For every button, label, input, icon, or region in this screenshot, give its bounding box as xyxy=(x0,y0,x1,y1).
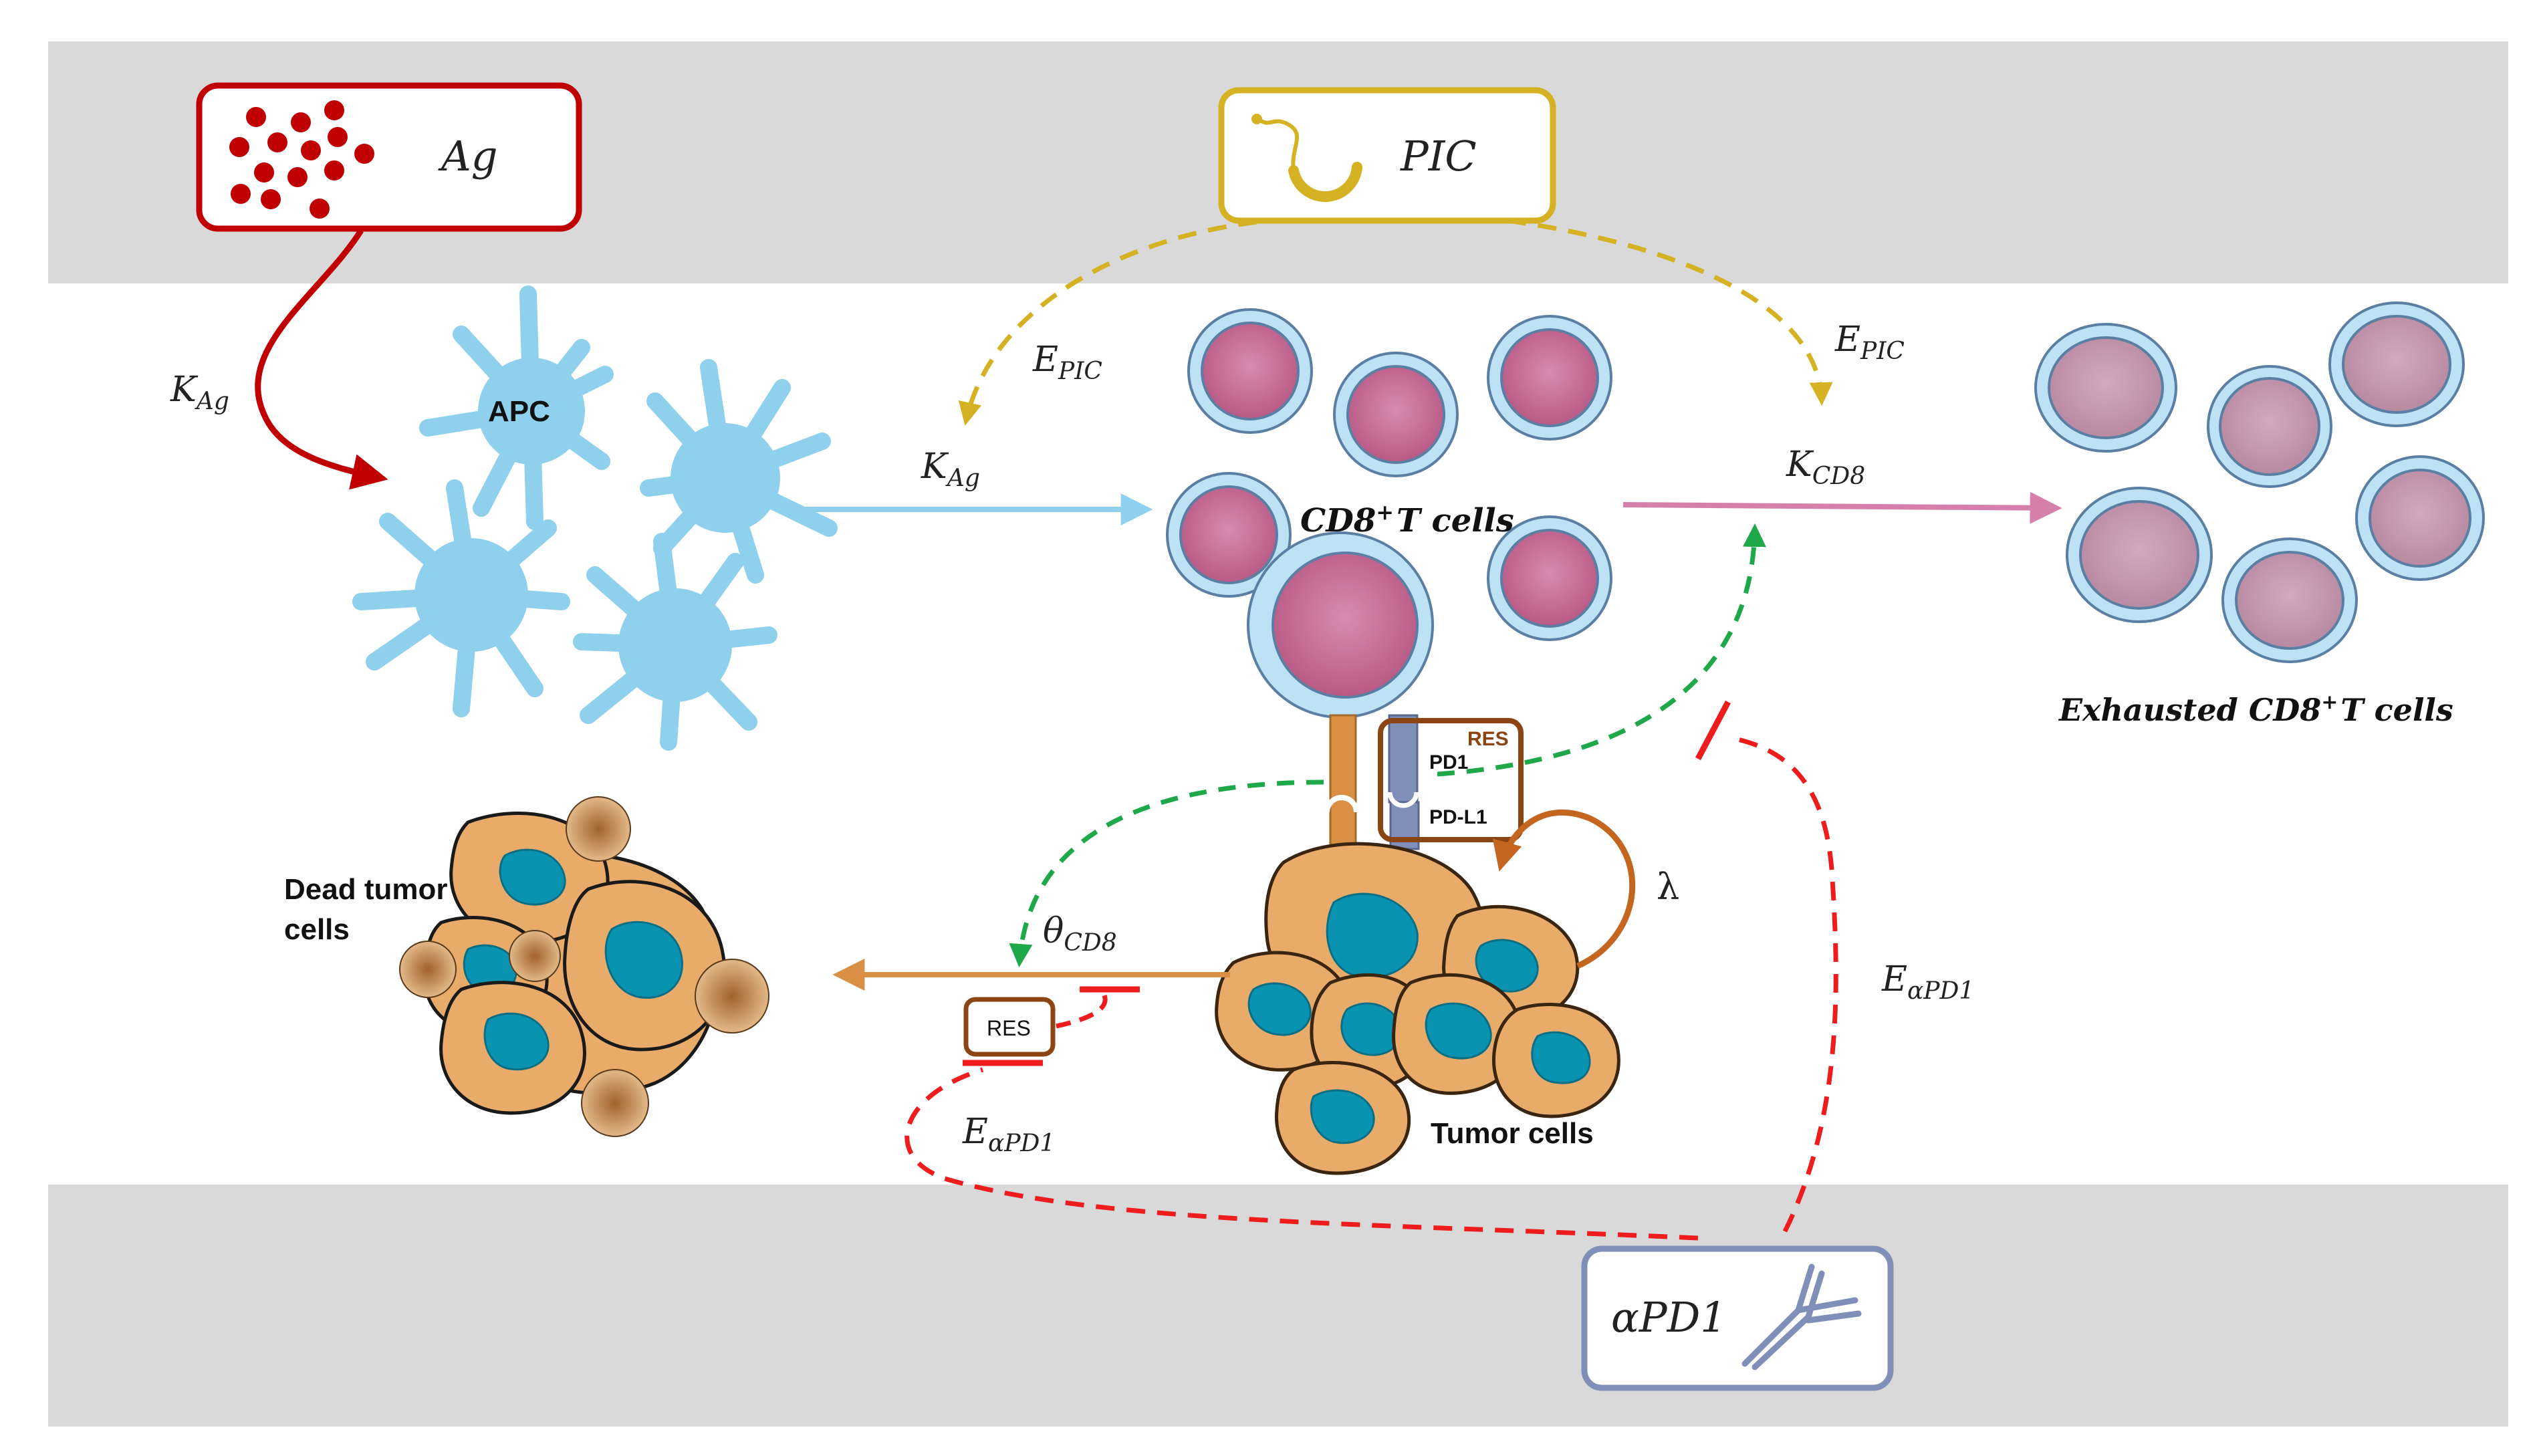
apd1-inhibits-res-dashed xyxy=(904,1067,1699,1241)
cd8-cell-1 xyxy=(1187,308,1313,434)
dead-cell-bottom xyxy=(439,981,586,1115)
cd8-label: CD8+T cells xyxy=(1300,499,1514,539)
exhausted-cell-1 xyxy=(2034,323,2177,453)
tumor-cell-center xyxy=(1392,973,1523,1095)
k-ag-label-2: KAg xyxy=(921,447,980,492)
apd1-exhaustion-block-bar xyxy=(1695,700,1731,761)
dead-tumor-cells xyxy=(399,796,769,1137)
tcr-cup xyxy=(1324,795,1359,813)
bottom-band xyxy=(48,1185,2508,1427)
tcr-stalk xyxy=(1329,714,1357,850)
exhausted-label: Exhausted CD8+T cells xyxy=(2058,691,2453,728)
e-apd1-label-1: EαPD1 xyxy=(1881,959,1974,1005)
ag-input-box: Ag xyxy=(196,82,582,232)
pic-input-box: PIC xyxy=(1218,87,1556,224)
apd1-input-box: αPD1 xyxy=(1581,1245,1894,1391)
cd8-cell-2 xyxy=(1333,352,1459,477)
apc-cell-2 xyxy=(640,359,838,584)
theta-cd8-label: θCD8 xyxy=(1043,911,1117,957)
cd8-cell-5 xyxy=(1487,515,1612,641)
exhausted-cell-5 xyxy=(2066,487,2213,623)
dead-cell-center xyxy=(563,880,727,1052)
antibody-icon xyxy=(1741,1263,1862,1370)
tumor-cells xyxy=(1215,842,1620,1175)
lambda-label: λ xyxy=(1657,866,1679,908)
res-lower-box: RES xyxy=(963,997,1056,1057)
exhausted-cell-3 xyxy=(2328,301,2465,427)
e-pic-label-1: EPIC xyxy=(1032,340,1102,385)
e-apd1-label-2: EαPD1 xyxy=(962,1112,1055,1157)
cd8-cell-3 xyxy=(1487,315,1612,441)
apc-label: APC xyxy=(488,395,550,428)
k-cd8-label: KCD8 xyxy=(1786,445,1865,490)
dead-cell-top xyxy=(449,812,610,945)
apd1-inhibits-exhaustion-dashed xyxy=(1727,735,1838,1233)
dead-cell-blebs xyxy=(399,796,769,1137)
exhausted-cd8-cells xyxy=(2034,301,2485,663)
k-ag-label-1: KAg xyxy=(170,370,229,415)
res-lower-label: RES xyxy=(987,1016,1031,1040)
ag-to-apc-arrow xyxy=(255,229,388,490)
exhausted-cell-6 xyxy=(2221,537,2358,663)
apc-cell-1 xyxy=(419,285,614,530)
pdl1-label: PD-L1 xyxy=(1429,806,1487,828)
apc-cell-3 xyxy=(352,479,570,717)
apc-cells: APC xyxy=(352,285,838,751)
tumor-cell-far-right xyxy=(1491,1003,1620,1118)
cd8-to-exhausted-arrow xyxy=(1622,491,2062,524)
e-pic-label-2: EPIC xyxy=(1834,320,1905,365)
pd1-cup xyxy=(1387,792,1419,808)
tcr-to-killing-dashed xyxy=(1009,779,1324,967)
res-pd1-box: RES PD1 PD-L1 xyxy=(1378,718,1524,842)
apc-cell-4 xyxy=(573,533,777,751)
lambda-proliferation-arrow xyxy=(1492,809,1636,969)
cd8-cell-engaged xyxy=(1247,531,1434,719)
pic-molecule-icon xyxy=(1251,114,1362,203)
pd1-stalk xyxy=(1388,714,1419,804)
pic-to-exhaustion-dashed xyxy=(1507,218,1833,406)
cd8-cell-4 xyxy=(1166,472,1292,598)
pd1-label: PD1 xyxy=(1429,751,1468,773)
res-upper-label: RES xyxy=(1467,728,1509,750)
res-to-killing-dashed xyxy=(1056,986,1108,1029)
apd1-label: αPD1 xyxy=(1611,1293,1727,1342)
pic-label: PIC xyxy=(1400,132,1477,180)
exhausted-cell-2 xyxy=(2207,365,2332,488)
cd8-t-cells xyxy=(1166,308,1612,719)
tumor-cell-bottom xyxy=(1274,1061,1411,1175)
receptor-stalks xyxy=(1324,714,1420,850)
antigen-dots-icon xyxy=(229,100,374,219)
tumor-label: Tumor cells xyxy=(1431,1117,1594,1150)
ag-label: Ag xyxy=(438,132,497,180)
pd1-to-exhaustion-dashed xyxy=(1437,523,1766,777)
exhausted-cell-4 xyxy=(2355,455,2485,581)
